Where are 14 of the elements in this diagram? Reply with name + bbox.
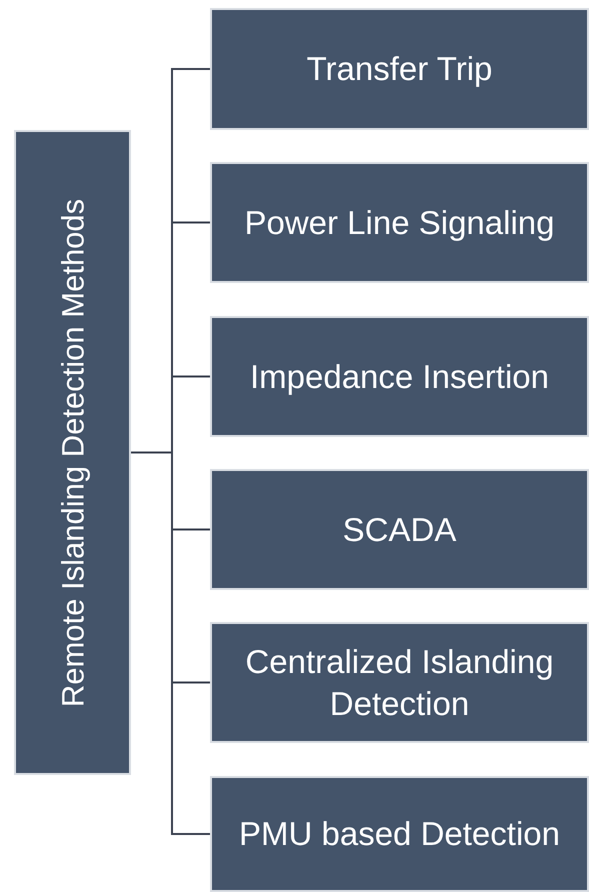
category-box: [210, 776, 589, 892]
box-label: Remote Islanding Detection Methods: [54, 198, 91, 707]
box-label: Impedance Insertion: [248, 356, 550, 397]
box-label: Power Line Signaling: [243, 202, 556, 243]
box-label: PMU based Detection: [238, 814, 561, 854]
box-label: Transfer Trip: [306, 49, 494, 89]
box-label: SCADA: [342, 510, 458, 550]
category-box: [210, 162, 589, 283]
category-box: [210, 316, 589, 437]
category-box: [14, 130, 131, 775]
category-box: [210, 622, 589, 743]
category-box: [210, 8, 589, 130]
category-box: [210, 469, 589, 590]
box-label: Centralized Islanding Detection: [244, 642, 555, 724]
